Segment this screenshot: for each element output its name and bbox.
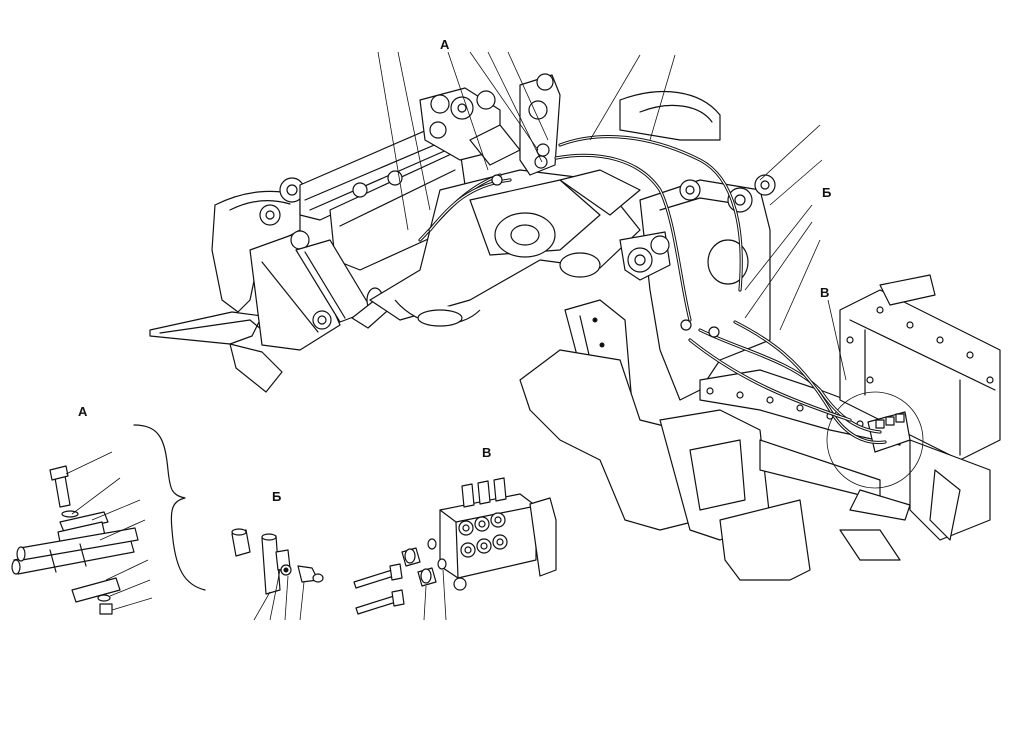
detail-v-valve-block [353,477,557,621]
cabinet [839,274,1001,541]
label-v-main: В [820,285,830,300]
leader-lines [377,51,847,381]
detail-b-fitting [231,528,324,621]
label-a-main: А [440,37,450,52]
label-v-detail: В [482,445,492,460]
boom-left [211,177,341,351]
base-frame [519,349,911,581]
clamp-markers [491,143,720,338]
detail-a-clamp [11,424,206,615]
label-b-main: Б [822,185,832,200]
upper-frame [299,87,501,271]
label-a-detail: А [78,404,88,419]
bucket-blade [149,311,283,393]
frame-right [619,174,776,401]
central-housing [369,169,641,327]
main-assembly [149,51,1001,581]
label-b-detail: Б [272,489,282,504]
